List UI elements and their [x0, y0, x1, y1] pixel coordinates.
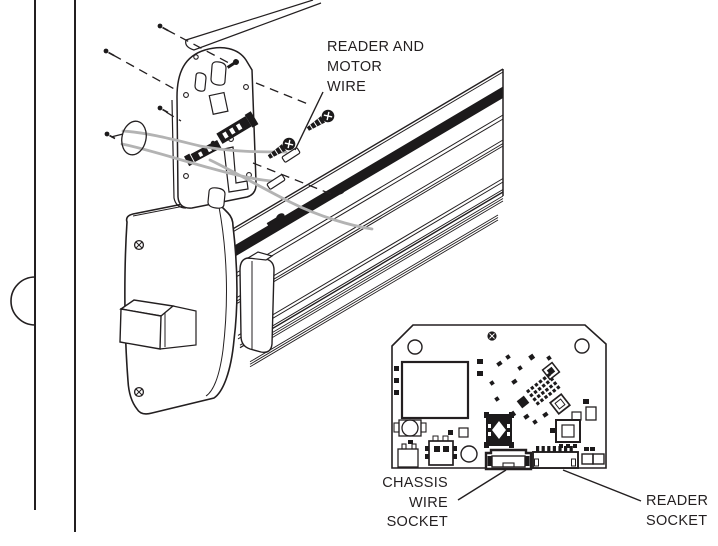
pcb-component: [397, 443, 419, 468]
reader-motor-wire-leader: [294, 91, 324, 151]
latch-bolt: [119, 299, 197, 350]
rail-screw-icon: [266, 213, 285, 227]
reader-motor-wire-label: READER AND MOTOR WIRE: [327, 39, 424, 95]
wire-sleeve: [266, 147, 301, 190]
chassis-wire-socket-label: CHASSIS WIRE SOCKET: [382, 475, 448, 530]
push-pad-channel: [249, 195, 504, 368]
pcb-qfp-chip: [550, 419, 581, 448]
standoff-post: [194, 61, 227, 209]
plate-slot: [223, 146, 249, 193]
reader-socket-leader: [562, 469, 642, 502]
pad-end-cap: [239, 251, 275, 354]
machine-screw-icon: [267, 137, 296, 159]
pcb-board: [391, 324, 607, 471]
push-bar-rail: [217, 68, 504, 368]
rail-black-stripe: [218, 86, 503, 267]
chassis-socket-leader: [457, 469, 507, 501]
rail-screw-icon: [326, 187, 345, 201]
reader-socket-part: [532, 446, 579, 469]
pcb-passives: [477, 353, 552, 425]
mounting-plate: [171, 47, 259, 209]
vertical-rod: [185, 0, 322, 51]
pcb-buzzer: [393, 419, 427, 444]
pcb-bga-cluster: [525, 372, 561, 406]
chassis-wire-socket-part: [484, 448, 533, 471]
door-wire-hole: [121, 120, 147, 156]
plate-connector: [216, 111, 259, 144]
pcb-module-footprint: [400, 360, 470, 420]
label-line: WIRE: [327, 79, 366, 95]
head-screw-icon: [133, 386, 145, 398]
pcb-ic: [425, 435, 457, 466]
labels: READER AND MOTOR WIRE CHASSIS WIRE SOCKE…: [327, 39, 708, 530]
device-head: [119, 198, 238, 415]
wire-harness: [120, 129, 374, 231]
machine-screw-icon: [306, 109, 335, 131]
label-line: MOTOR: [327, 59, 382, 75]
pcb-mounting-hole: [407, 339, 423, 355]
label-line: READER: [646, 493, 708, 509]
label-line: READER AND: [327, 39, 424, 55]
leader-lines: [294, 91, 642, 502]
label-line: SOCKET: [646, 513, 707, 529]
reader-socket-label: READER SOCKET: [646, 493, 708, 529]
door-latch-notch: [10, 276, 36, 326]
door-edge: [10, 0, 76, 532]
pcb-mounting-hole: [574, 338, 590, 354]
plate-chip: [208, 91, 229, 115]
label-line: WIRE: [409, 495, 448, 511]
pcb-center-screw-icon: [487, 331, 497, 341]
mounting-screws-small: [103, 23, 169, 140]
plate-screw-icon: [226, 59, 239, 69]
pcb-transformer: [484, 412, 514, 448]
head-screw-icon: [133, 239, 145, 251]
label-line: CHASSIS: [382, 475, 448, 491]
label-line: SOCKET: [387, 514, 448, 530]
